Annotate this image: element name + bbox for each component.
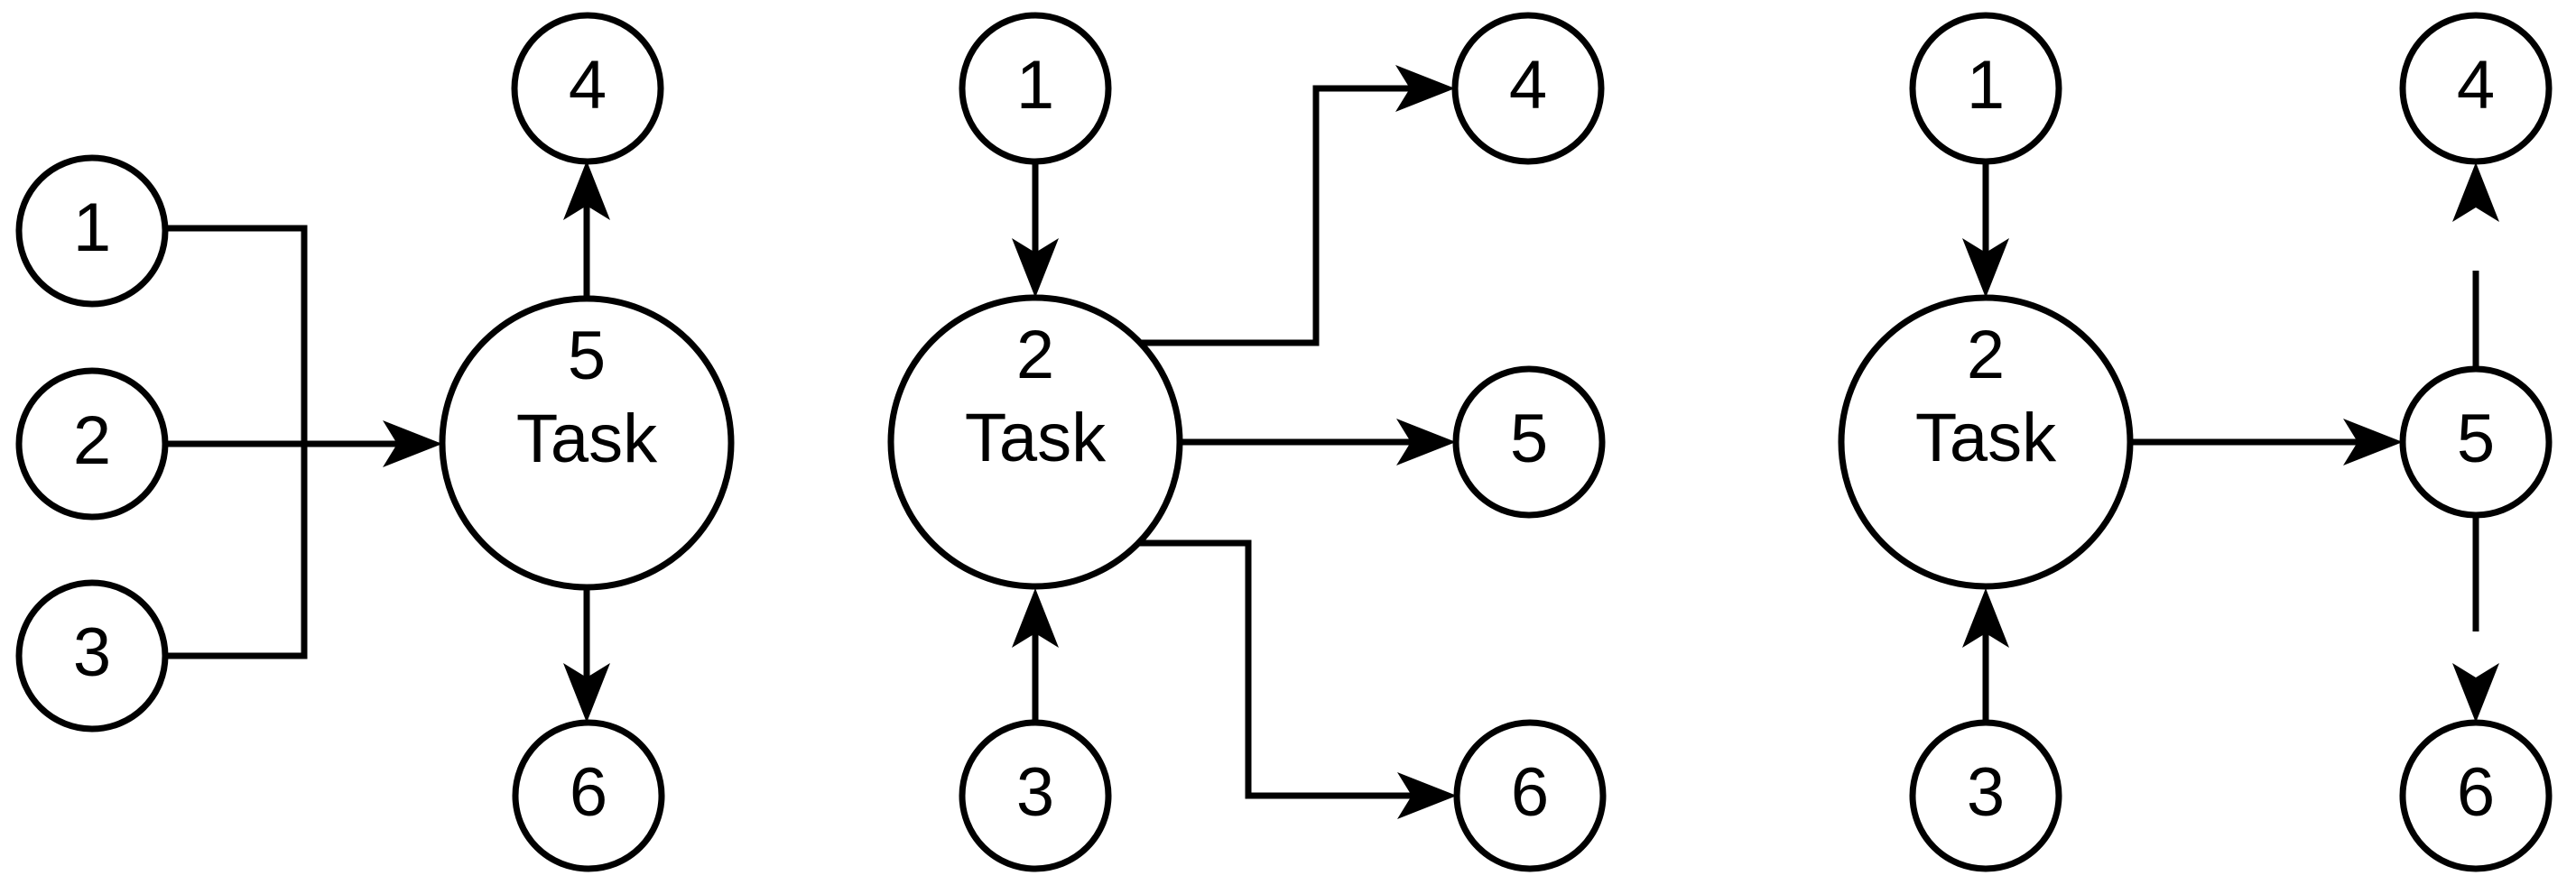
node-b-4[interactable]: 4 <box>1451 12 1605 165</box>
node-c-4[interactable]: 4 <box>2399 12 2553 165</box>
node-circle[interactable] <box>2399 12 2553 165</box>
node-label: 4 <box>1509 47 1547 124</box>
node-c-5[interactable]: 5 <box>2399 365 2553 519</box>
arrow-head-b-into-task-top <box>1012 238 1059 298</box>
panel-a: 1 2 3 4 6 5 Task <box>15 12 735 872</box>
node-b-task[interactable]: 2 Task <box>887 294 1183 590</box>
edge-a-3-to-task <box>165 444 308 659</box>
node-label: 2 <box>73 402 111 479</box>
arrow-head-c-into-5 <box>2343 419 2403 465</box>
node-c-1[interactable]: 1 <box>1909 12 2062 165</box>
node-label: 1 <box>1967 47 2005 124</box>
task-circle[interactable] <box>439 295 735 591</box>
node-circle[interactable] <box>2399 365 2553 519</box>
arrow-head-a-into-6 <box>563 663 610 723</box>
node-circle[interactable] <box>1909 12 2062 165</box>
node-b-3[interactable]: 3 <box>959 719 1112 872</box>
node-c-task[interactable]: 2 Task <box>1838 294 2134 590</box>
node-a-2[interactable]: 2 <box>15 367 169 521</box>
arrow-head-b-into-4 <box>1395 65 1455 112</box>
edge-a-1-to-task <box>165 225 308 444</box>
node-label: 1 <box>73 189 111 266</box>
node-circle[interactable] <box>1452 365 1606 519</box>
arrow-head-b-into-6 <box>1397 772 1457 819</box>
node-circle[interactable] <box>15 154 169 308</box>
node-circle[interactable] <box>1453 719 1607 872</box>
node-a-6[interactable]: 6 <box>512 719 665 872</box>
node-circle[interactable] <box>959 719 1112 872</box>
node-label: 1 <box>1016 47 1054 124</box>
node-circle[interactable] <box>959 12 1112 165</box>
node-label: 4 <box>2457 47 2495 124</box>
arrow-head-c-into-6 <box>2452 663 2499 723</box>
node-label: 3 <box>73 614 111 691</box>
node-label: 5 <box>2457 401 2495 477</box>
node-circle[interactable] <box>512 719 665 872</box>
task-number-label: 2 <box>1016 317 1054 393</box>
node-label: 6 <box>2457 754 2495 831</box>
task-word-label: Task <box>516 401 658 477</box>
node-circle[interactable] <box>15 579 169 733</box>
task-number-label: 2 <box>1967 317 2005 393</box>
node-label: 6 <box>570 754 607 831</box>
node-circle[interactable] <box>2399 719 2553 872</box>
arrow-head-a-into-4 <box>563 161 610 220</box>
task-word-label: Task <box>1915 400 2057 476</box>
edge-b-task-to-6 <box>1101 539 1421 799</box>
node-b-1[interactable]: 1 <box>959 12 1112 165</box>
node-label: 3 <box>1967 754 2005 831</box>
task-circle[interactable] <box>887 294 1183 590</box>
task-number-label: 5 <box>568 318 606 394</box>
node-circle[interactable] <box>15 367 169 521</box>
node-c-3[interactable]: 3 <box>1909 719 2062 872</box>
node-a-task[interactable]: 5 Task <box>439 295 735 591</box>
node-label: 5 <box>1510 401 1548 477</box>
task-word-label: Task <box>965 400 1107 476</box>
node-circle[interactable] <box>1909 719 2062 872</box>
node-a-4[interactable]: 4 <box>511 12 664 165</box>
node-c-6[interactable]: 6 <box>2399 719 2553 872</box>
panel-c: 1 3 4 5 6 2 Task <box>1838 12 2553 872</box>
node-a-3[interactable]: 3 <box>15 579 169 733</box>
node-circle[interactable] <box>511 12 664 165</box>
arrow-head-a-into-task <box>383 420 442 467</box>
node-label: 3 <box>1016 754 1054 831</box>
arrow-head-c-into-task-bottom <box>1962 588 2009 648</box>
arrow-head-c-into-4 <box>2452 162 2499 222</box>
task-circle[interactable] <box>1838 294 2134 590</box>
node-a-1[interactable]: 1 <box>15 154 169 308</box>
node-b-5[interactable]: 5 <box>1452 365 1606 519</box>
arrow-head-b-into-task-bottom <box>1012 588 1059 648</box>
panel-b: 1 3 4 5 6 2 Task <box>887 12 1607 872</box>
edge-b-task-to-4 <box>1101 85 1419 346</box>
node-label: 4 <box>569 47 607 124</box>
node-circle[interactable] <box>1451 12 1605 165</box>
arrow-head-c-into-task-top <box>1962 238 2009 298</box>
node-b-6[interactable]: 6 <box>1453 719 1607 872</box>
node-label: 6 <box>1511 754 1549 831</box>
arrow-head-b-into-5 <box>1396 419 1456 465</box>
